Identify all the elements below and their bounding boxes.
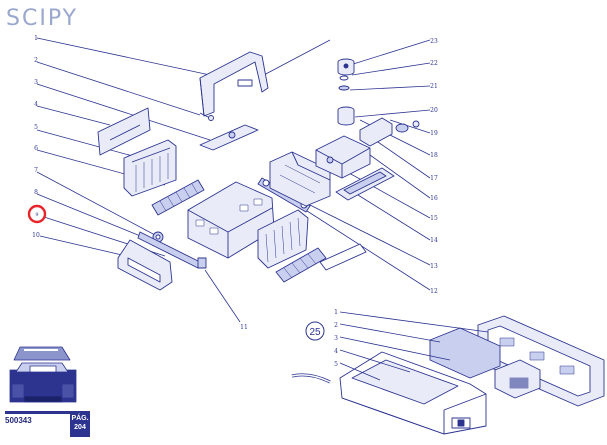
product-thumbnail — [9, 346, 77, 403]
callout-7: 7 — [34, 167, 38, 174]
callout-12: 12 — [430, 288, 438, 295]
side-handle-part — [117, 239, 173, 291]
callout-22: 22 — [430, 60, 438, 67]
sub-callout-2: 2 — [334, 322, 338, 329]
callout-19: 19 — [430, 130, 438, 137]
side-housing-part — [269, 151, 331, 207]
handle-part — [199, 51, 269, 117]
sub-callout-4: 4 — [334, 348, 338, 355]
callout-4: 4 — [34, 101, 38, 108]
parts-group — [97, 51, 605, 435]
highlighted-callout: 9 — [27, 204, 47, 224]
sub-callout-5: 5 — [334, 361, 338, 368]
callout-15: 15 — [430, 215, 438, 222]
page-title: SCIPY — [6, 6, 79, 31]
callout-23: 23 — [430, 38, 438, 45]
footer-rule — [5, 411, 90, 414]
callout-17: 17 — [430, 175, 438, 182]
page-label: PÁG. — [71, 415, 89, 422]
pump-part — [359, 117, 420, 147]
page-tab: PÁG. 204 — [70, 411, 90, 437]
callout-2: 2 — [34, 57, 38, 64]
top-plate-part — [199, 124, 259, 151]
bottom-plate-part — [319, 243, 367, 271]
leader-lines-right — [261, 39, 431, 291]
callout-18: 18 — [430, 152, 438, 159]
leader-lines-sub — [339, 311, 489, 381]
callout-21: 21 — [430, 83, 438, 90]
top-motor-part — [337, 58, 355, 76]
callout-5: 5 — [34, 124, 38, 131]
ring-part — [339, 75, 349, 81]
callout-8: 8 — [34, 189, 38, 196]
part-code: 500343 — [5, 416, 32, 425]
lid-plate-part — [335, 167, 395, 201]
screw-part — [199, 112, 214, 121]
clip-part — [197, 257, 207, 269]
brush-roller-right — [275, 247, 327, 283]
callout-3: 3 — [34, 79, 38, 86]
callout-16: 16 — [430, 195, 438, 202]
washer-part — [338, 85, 350, 91]
callout-6: 6 — [34, 145, 38, 152]
callout-10: 10 — [32, 232, 40, 239]
callout-14: 14 — [430, 237, 438, 244]
filter-flap-part — [97, 107, 151, 156]
callout-1: 1 — [34, 35, 38, 42]
cylinder-part — [337, 106, 355, 126]
filter-basket-right — [257, 209, 309, 269]
group-badge-label: 25 — [309, 327, 321, 338]
leader-lines-left — [36, 37, 241, 323]
control-box-assembly — [291, 315, 605, 435]
page-number: 204 — [74, 424, 86, 431]
callout-13: 13 — [430, 263, 438, 270]
brush-roller-left — [151, 179, 205, 216]
callout-9: 9 — [35, 212, 38, 218]
motor-block-part — [315, 135, 371, 179]
sub-callout-3: 3 — [334, 335, 338, 342]
sub-callout-1: 1 — [334, 309, 338, 316]
callout-11: 11 — [240, 324, 248, 331]
group-badge: 25 — [305, 321, 325, 341]
filter-basket-left — [123, 139, 177, 197]
callout-20: 20 — [430, 107, 438, 114]
